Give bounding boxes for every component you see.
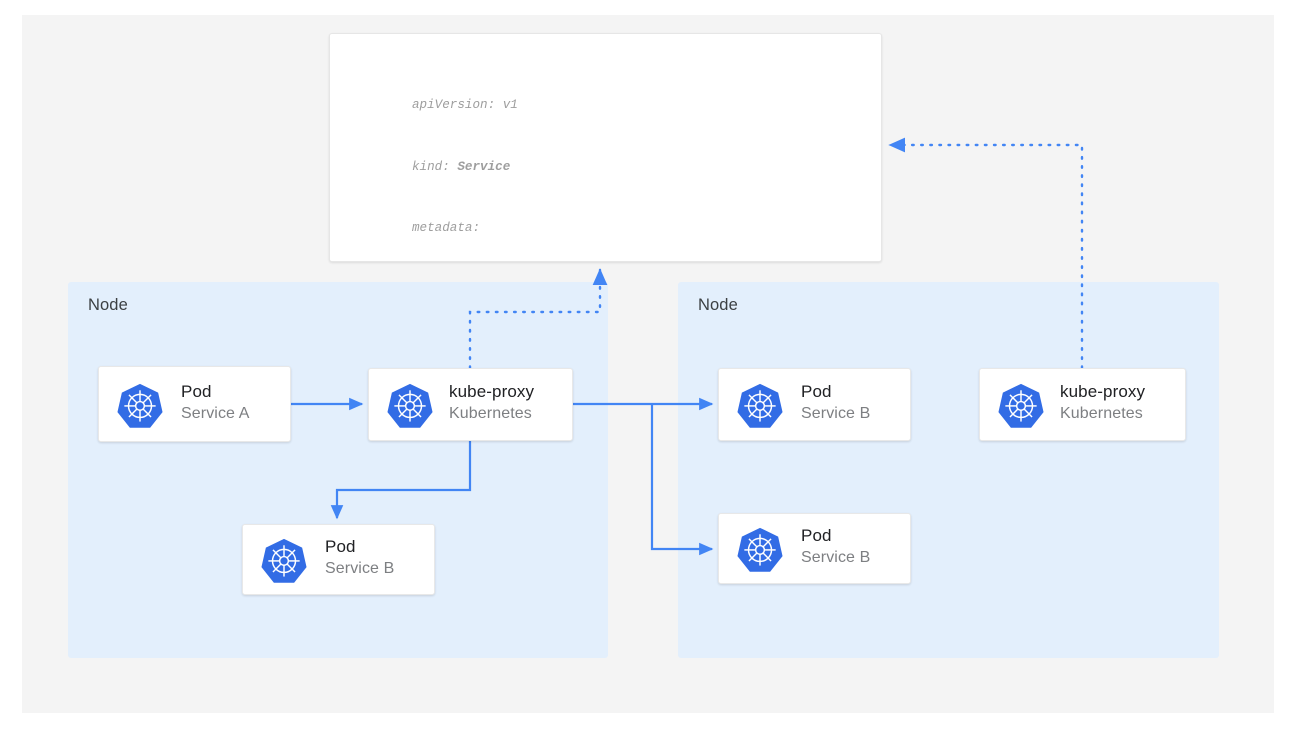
yaml-kind-key: kind: [412, 159, 458, 174]
card-text-block: Pod Service B [325, 536, 394, 580]
card-text-block: Pod Service B [801, 381, 870, 425]
yaml-line-kind: kind: Service [412, 157, 722, 178]
kubernetes-logo-icon [737, 526, 783, 572]
card-title: Pod [801, 382, 832, 401]
card-subtitle: Kubernetes [1060, 405, 1143, 422]
card-kube-proxy-left[interactable]: kube-proxy Kubernetes [368, 368, 573, 441]
card-title: Pod [181, 382, 212, 401]
card-pod-service-b-left[interactable]: Pod Service B [242, 524, 435, 595]
kubernetes-logo-icon [117, 382, 163, 428]
node-container-left: Node [68, 282, 608, 658]
card-kube-proxy-right[interactable]: kube-proxy Kubernetes [979, 368, 1186, 441]
node-label-right: Node [698, 296, 738, 314]
card-pod-service-b-top[interactable]: Pod Service B [718, 368, 911, 441]
card-subtitle: Service B [801, 405, 871, 422]
card-subtitle: Service B [325, 560, 395, 577]
kubernetes-logo-icon [998, 382, 1044, 428]
kubernetes-logo-icon [387, 382, 433, 428]
card-title: kube-proxy [1060, 382, 1146, 401]
card-subtitle: Service A [181, 405, 250, 422]
card-title: Pod [801, 526, 832, 545]
card-pod-service-a[interactable]: Pod Service A [98, 366, 291, 442]
card-text-block: kube-proxy Kubernetes [449, 381, 534, 425]
card-title: Pod [325, 537, 356, 556]
yaml-kind-value: Service [457, 159, 511, 174]
yaml-line-apiversion: apiVersion: v1 [412, 98, 518, 112]
card-text-block: Pod Service B [801, 525, 870, 569]
service-manifest-code: apiVersion: v1 kind: Service metadata: n… [412, 54, 722, 261]
card-text-block: kube-proxy Kubernetes [1060, 381, 1145, 425]
card-subtitle: Kubernetes [449, 405, 532, 422]
card-title: kube-proxy [449, 382, 535, 401]
kubernetes-logo-icon [737, 382, 783, 428]
card-pod-service-b-bottom[interactable]: Pod Service B [718, 513, 911, 584]
service-manifest-card: apiVersion: v1 kind: Service metadata: n… [329, 33, 882, 262]
kubernetes-logo-icon [261, 537, 307, 583]
node-label-left: Node [88, 296, 128, 314]
card-text-block: Pod Service A [181, 381, 250, 425]
yaml-line-metadata: metadata: [412, 221, 481, 235]
card-subtitle: Service B [801, 549, 871, 566]
node-container-right: Node [678, 282, 1219, 658]
